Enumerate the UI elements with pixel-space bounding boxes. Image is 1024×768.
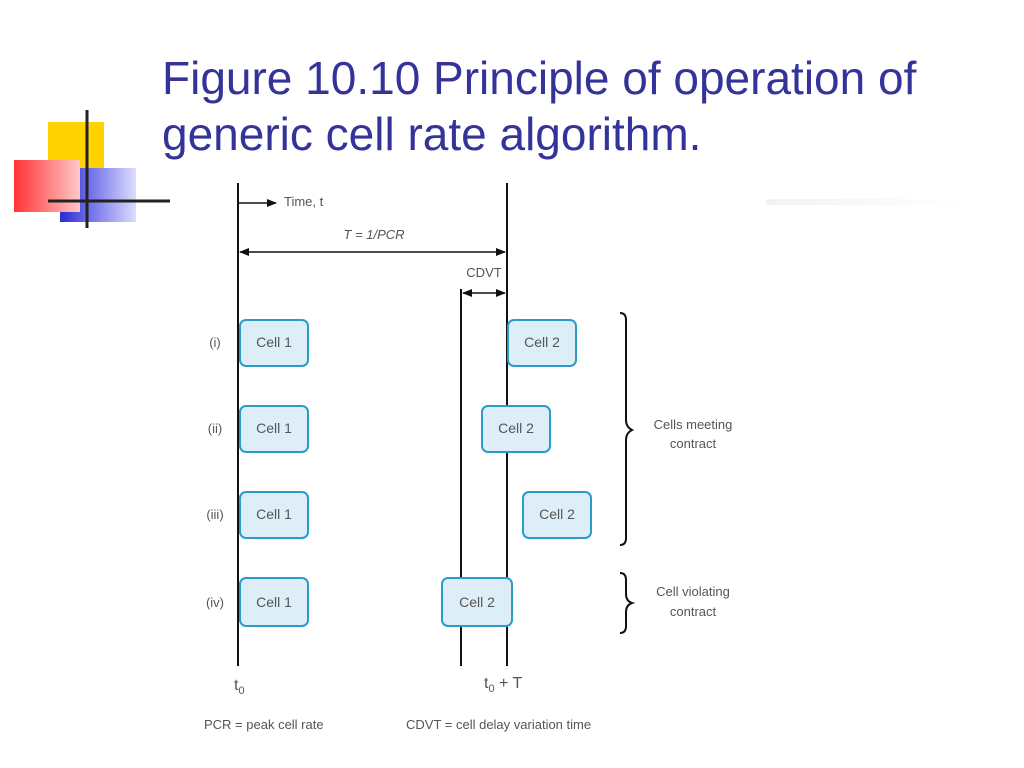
brace-cells-meeting-contract: [619, 312, 635, 546]
slide-title: Figure 10.10 Principle of operation of g…: [162, 50, 1012, 162]
t0-label-sub: 0: [238, 685, 244, 697]
row-label-i: (i): [209, 335, 221, 350]
pcr-definition: PCR = peak cell rate: [204, 717, 324, 732]
meeting-contract-line-1: Cells meeting: [654, 417, 733, 432]
cell-2-row-i-label: Cell 2: [524, 334, 560, 350]
t0-label: t0: [234, 677, 245, 697]
cdvt-label: CDVT: [466, 265, 501, 280]
cdvt-definition: CDVT = cell delay variation time: [406, 717, 591, 732]
cell-2-row-ii-label: Cell 2: [498, 420, 534, 436]
title-line-2: generic cell rate algorithm.: [162, 108, 702, 160]
violating-contract-line-1: Cell violating: [656, 584, 730, 599]
cell-2-row-iii-label: Cell 2: [539, 506, 575, 522]
cell-1-row-iv: [239, 577, 309, 627]
cell-1-row-iii: [239, 491, 309, 539]
row-label-ii: (ii): [208, 421, 222, 436]
t0-label-main: t: [234, 677, 239, 694]
violating-contract-line-2: contract: [670, 604, 717, 619]
cell-2-row-iv: [441, 577, 513, 627]
slide-logo: [14, 110, 170, 228]
cell-2-row-iii: [522, 491, 592, 539]
t-period-label: T = 1/PCR: [343, 227, 404, 242]
cell-1-row-iii-label: Cell 1: [256, 506, 292, 522]
t0-plus-T-suffix: + T: [495, 675, 523, 692]
cell-1-row-ii-label: Cell 1: [256, 420, 292, 436]
logo-red-square: [14, 160, 80, 212]
cell-1-row-iv-label: Cell 1: [256, 594, 292, 610]
t0-plus-T-sub: 0: [488, 683, 494, 695]
cell-1-row-i-label: Cell 1: [256, 334, 292, 350]
cell-1-row-i: [239, 319, 309, 367]
cell-2-row-ii: [481, 405, 551, 453]
cell-2-row-iv-label: Cell 2: [459, 594, 495, 610]
brace-cell-violating-contract: [619, 572, 636, 634]
row-label-iii: (iii): [206, 507, 223, 522]
title-line-1: Figure 10.10 Principle of operation of: [162, 52, 917, 104]
cell-1-row-ii: [239, 405, 309, 453]
title-underline: [766, 199, 966, 205]
t0-plus-T-main: t: [484, 675, 489, 692]
t0-plus-T-label: t0 + T: [484, 675, 523, 695]
meeting-contract-line-2: contract: [670, 436, 717, 451]
row-label-iv: (iv): [206, 595, 224, 610]
time-label: Time, t: [284, 194, 324, 209]
cell-2-row-i: [507, 319, 577, 367]
